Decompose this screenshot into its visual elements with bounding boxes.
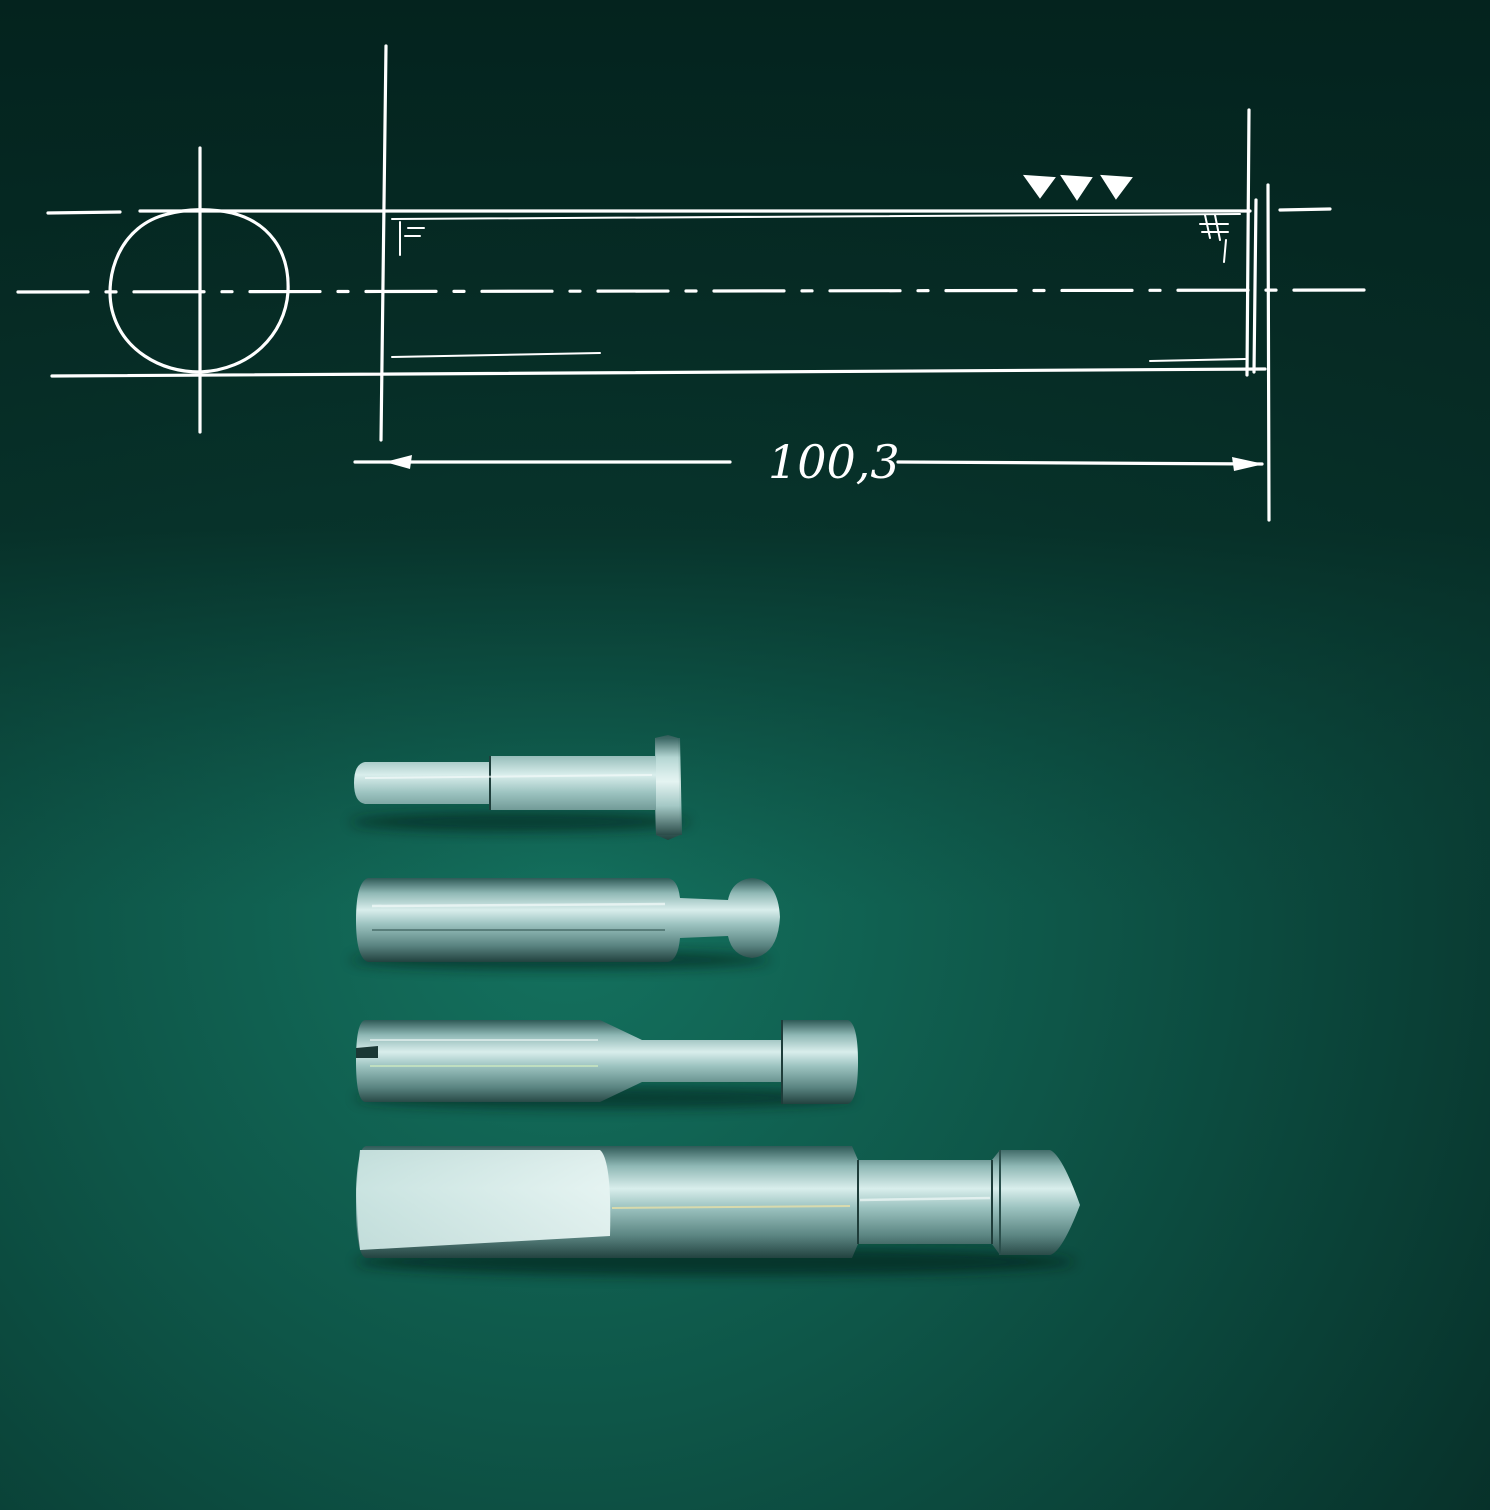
pin-flat-face: [357, 1150, 611, 1250]
dimension-arrow-left: [385, 455, 412, 469]
sketch-inner-bottom-right: [1149, 358, 1246, 362]
sketch-right-edge: [1245, 108, 1271, 522]
sketch-centerline: [16, 288, 1374, 294]
sketch-corner-mark-left: [399, 221, 425, 256]
pin-slotted-head: [355, 1020, 858, 1109]
sketch-inner-bottom: [391, 352, 601, 358]
pin-flanged: [350, 735, 690, 840]
sketch-left-extension: [379, 44, 388, 442]
sketch-corner-mark-right: [1199, 214, 1229, 263]
sketch-circle-view: [108, 208, 290, 374]
pin-flat-sided: [355, 1146, 1080, 1276]
dimension-arrow-right: [1232, 457, 1264, 471]
sketch-top-edge: [46, 207, 1332, 215]
sketch-bottom-edge: [50, 367, 1267, 378]
technical-sketch: 100,3: [16, 44, 1374, 522]
dimension-line-right: [896, 460, 1264, 466]
pin-ball-head: [350, 878, 780, 970]
sketch-inner-top: [391, 213, 1241, 220]
surface-finish-symbols: [1022, 174, 1133, 201]
dimension-label: 100,3: [768, 435, 900, 489]
